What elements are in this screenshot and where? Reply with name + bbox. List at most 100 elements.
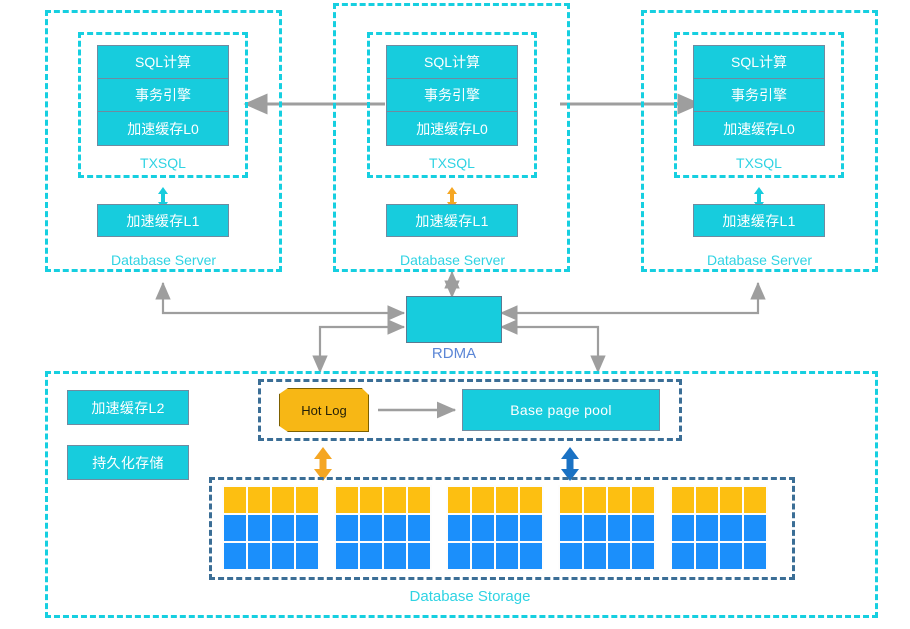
rdma-link-storage-left <box>312 319 406 374</box>
storage-cell <box>720 543 742 569</box>
storage-cell <box>472 487 494 513</box>
txsql-stack-middle: SQL计算 事务引擎 加速缓存L0 <box>386 45 518 146</box>
storage-cell <box>224 543 246 569</box>
storage-cell <box>384 543 406 569</box>
storage-cell <box>496 543 518 569</box>
sql-compute-layer-right: SQL计算 <box>694 46 824 79</box>
storage-group <box>670 485 768 571</box>
txsql-label-middle: TXSQL <box>429 155 475 171</box>
storage-cell <box>632 543 654 569</box>
storage-cell <box>336 515 358 541</box>
storage-cell <box>384 515 406 541</box>
storage-cell <box>472 543 494 569</box>
database-storage-boundary <box>45 371 878 618</box>
storage-cell <box>272 487 294 513</box>
storage-cell <box>672 543 694 569</box>
storage-cell <box>296 487 318 513</box>
database-server-left-boundary <box>45 10 282 272</box>
storage-cell <box>224 515 246 541</box>
storage-cell <box>560 487 582 513</box>
storage-cell <box>408 515 430 541</box>
storage-cell <box>224 487 246 513</box>
base-page-pool-box: Base page pool <box>462 389 660 431</box>
storage-group <box>334 485 432 571</box>
transaction-engine-layer-middle: 事务引擎 <box>387 79 517 112</box>
storage-cell <box>448 487 470 513</box>
txsql-left-boundary <box>78 32 248 178</box>
storage-cell <box>696 515 718 541</box>
rdma-link-right-server <box>499 281 766 321</box>
database-server-label-left: Database Server <box>110 252 217 268</box>
storage-cell <box>696 543 718 569</box>
txsql-label-right: TXSQL <box>736 155 782 171</box>
storage-cell <box>248 487 270 513</box>
storage-group <box>222 485 320 571</box>
database-server-label-middle: Database Server <box>399 252 506 268</box>
storage-cell <box>608 543 630 569</box>
storage-cell <box>384 487 406 513</box>
storage-cell <box>744 515 766 541</box>
sql-compute-layer-middle: SQL计算 <box>387 46 517 79</box>
storage-cell <box>520 515 542 541</box>
storage-grid-boundary <box>209 477 795 580</box>
storage-cell <box>632 487 654 513</box>
storage-cell <box>360 543 382 569</box>
cache-l1-box-left: 加速缓存L1 <box>97 204 229 237</box>
database-storage-label: Database Storage <box>409 588 531 605</box>
storage-group <box>446 485 544 571</box>
storage-cell <box>296 543 318 569</box>
storage-cell <box>296 515 318 541</box>
cache-l1-box-middle: 加速缓存L1 <box>386 204 518 237</box>
database-server-label-right: Database Server <box>706 252 813 268</box>
storage-cell <box>360 515 382 541</box>
storage-cell <box>496 487 518 513</box>
storage-cell <box>672 487 694 513</box>
storage-cell <box>720 487 742 513</box>
storage-cell <box>336 543 358 569</box>
txsql-stack-right: SQL计算 事务引擎 加速缓存L0 <box>693 45 825 146</box>
storage-cell <box>360 487 382 513</box>
rdma-link-storage-right <box>499 319 606 374</box>
storage-cell <box>584 487 606 513</box>
txsql-right-boundary <box>674 32 844 178</box>
storage-cell <box>608 515 630 541</box>
storage-cell <box>448 543 470 569</box>
cache-l1-box-right: 加速缓存L1 <box>693 204 825 237</box>
storage-cell <box>584 515 606 541</box>
storage-cell <box>472 515 494 541</box>
storage-cell <box>608 487 630 513</box>
cache-l0-layer-middle: 加速缓存L0 <box>416 120 488 137</box>
storage-cell <box>744 487 766 513</box>
storage-cell <box>272 515 294 541</box>
rdma-label: RDMA <box>431 345 477 362</box>
storage-cell <box>248 543 270 569</box>
cache-l0-layer-left: 加速缓存L0 <box>127 120 199 137</box>
storage-cell <box>408 487 430 513</box>
transaction-engine-layer-left: 事务引擎 <box>98 79 228 112</box>
storage-cell <box>408 543 430 569</box>
storage-cell <box>336 487 358 513</box>
storage-cell <box>520 487 542 513</box>
cache-l2-box: 加速缓存L2 <box>67 390 189 425</box>
storage-cell <box>632 515 654 541</box>
cache-l0-layer-right: 加速缓存L0 <box>723 120 795 137</box>
storage-cell <box>672 515 694 541</box>
storage-cell <box>744 543 766 569</box>
storage-cell <box>448 515 470 541</box>
storage-cell <box>584 543 606 569</box>
persistent-storage-box: 持久化存储 <box>67 445 189 480</box>
rdma-link-left-server <box>155 281 406 321</box>
storage-cell <box>496 515 518 541</box>
storage-group <box>558 485 656 571</box>
txsql-stack-left: SQL计算 事务引擎 加速缓存L0 <box>97 45 229 146</box>
storage-cell <box>720 515 742 541</box>
transaction-engine-layer-right: 事务引擎 <box>694 79 824 112</box>
database-server-right-boundary <box>641 10 878 272</box>
storage-cell <box>272 543 294 569</box>
storage-cell <box>248 515 270 541</box>
database-server-middle-boundary <box>333 3 570 272</box>
log-row-boundary <box>258 379 682 441</box>
txsql-middle-boundary <box>367 32 537 178</box>
sql-compute-layer-left: SQL计算 <box>98 46 228 79</box>
